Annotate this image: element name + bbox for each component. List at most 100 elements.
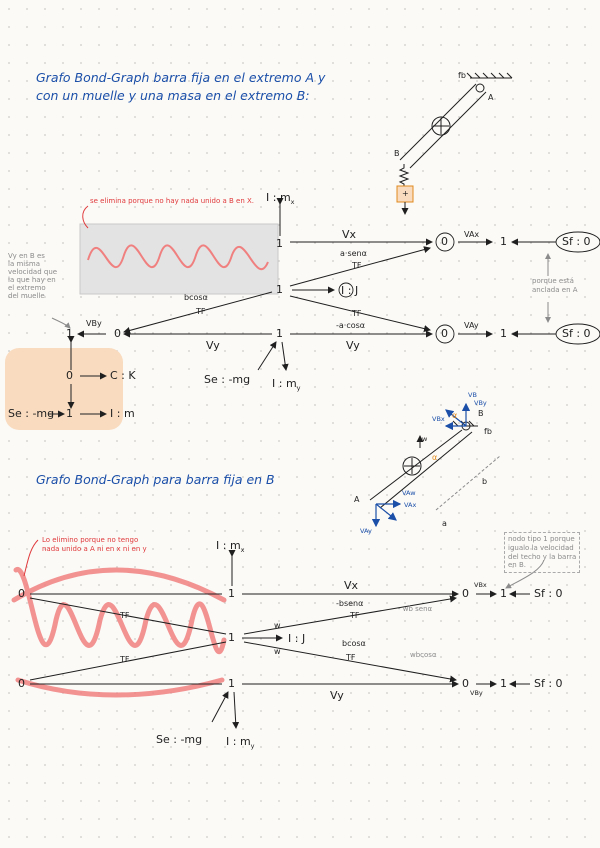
fig2-w-label: w bbox=[422, 435, 428, 443]
s1-vy-label: Vy bbox=[346, 339, 360, 352]
s1-sf-mid: Sf : 0 bbox=[562, 327, 591, 340]
s1-tf-left: TF bbox=[196, 307, 206, 316]
s2-bsen-label: -bsenα bbox=[336, 599, 364, 608]
s1-vay-label: VAy bbox=[464, 321, 479, 330]
s1-ij-label: I : J bbox=[341, 284, 359, 297]
fig1-a-label: A bbox=[488, 93, 494, 102]
s2-sf-top: Sf : 0 bbox=[534, 587, 563, 600]
fig2-vay-label: VAy bbox=[360, 527, 372, 535]
s1-zero-bottom: 0 bbox=[441, 327, 448, 340]
section1-title-line2: con un muelle y una masa en el extremo B… bbox=[36, 88, 310, 103]
s2-one-bottom: 1 bbox=[228, 677, 235, 690]
s1-zero-spring: 0 bbox=[66, 369, 73, 382]
fig2-a-point: A bbox=[354, 495, 360, 504]
fig2-alpha-top: α bbox=[452, 411, 458, 420]
bond2-cross-1 bbox=[29, 597, 227, 635]
s1-se-label: Se : -mg bbox=[204, 373, 251, 386]
s2-tf-left-bot: TF bbox=[120, 655, 130, 664]
s1-one-bottom: 1 bbox=[276, 327, 283, 340]
bond-se bbox=[257, 341, 277, 371]
s1-one-mass: 1 bbox=[66, 407, 73, 420]
s1-sf-top: Sf : 0 bbox=[562, 235, 591, 248]
fig2-fb-label: fb bbox=[484, 427, 492, 436]
s2-tf-bot: TF bbox=[346, 653, 356, 662]
note-eliminated: se elimina porque no hay nada unido a B … bbox=[90, 197, 255, 205]
spring-mass-highlight bbox=[5, 348, 123, 430]
s2-zero-bot: 0 bbox=[462, 677, 469, 690]
s1-ck-label: C : K bbox=[110, 369, 136, 382]
bond2-cross-2 bbox=[29, 641, 227, 681]
bond2-bsen bbox=[243, 595, 457, 635]
s2-sf-bot: Sf : 0 bbox=[534, 677, 563, 690]
s2-w-top: w bbox=[274, 621, 281, 630]
s2-wbcos-label: wbcosα bbox=[410, 651, 437, 659]
fig2-vb-label: VB bbox=[468, 391, 477, 399]
s2-bcos-label: bcosα bbox=[342, 639, 366, 648]
fig2-vax-label: VAx bbox=[404, 501, 417, 509]
scribble-red-2 bbox=[11, 567, 227, 698]
s2-wbsen-label: - wb senα bbox=[398, 605, 433, 613]
scribble-red-1 bbox=[87, 244, 269, 271]
s1-one-vay: 1 bbox=[500, 327, 507, 340]
s2-vx-label: Vx bbox=[344, 579, 359, 592]
s1-zero-top: 0 bbox=[441, 235, 448, 248]
fig2-a-length: a bbox=[442, 519, 447, 528]
fig2-vby-label: VBy bbox=[474, 399, 487, 407]
s1-one-center: 1 bbox=[276, 283, 283, 296]
s2-one-vby: 1 bbox=[500, 677, 507, 690]
s2-zero-left-top: 0 bbox=[18, 587, 25, 600]
fig2-vaw-label: VAw bbox=[402, 489, 416, 497]
s1-se-mg-label: Se : -mg bbox=[8, 407, 55, 420]
s1-one-top: 1 bbox=[276, 237, 283, 250]
fig2-b-length: b bbox=[482, 477, 488, 486]
section2-title: Grafo Bond-Graph para barra fija en B bbox=[36, 472, 275, 487]
bond2-se bbox=[211, 691, 229, 723]
fig2-b-point: B bbox=[478, 409, 484, 418]
s2-w-bot: w bbox=[274, 647, 281, 656]
s2-vbx-label: VBx bbox=[474, 581, 487, 589]
s2-ij-label: I : J bbox=[288, 632, 306, 645]
s2-zero-left-bot: 0 bbox=[18, 677, 25, 690]
s1-vax-label: VAx bbox=[464, 230, 480, 239]
s2-one-vbx: 1 bbox=[500, 587, 507, 600]
s1-tf-top: TF bbox=[352, 261, 362, 270]
s1-im-label: I : m bbox=[110, 407, 135, 420]
fig2-alpha-mid: α bbox=[432, 453, 438, 462]
s1-zero-left: 0 bbox=[114, 327, 121, 340]
fig1-fb-label: fb bbox=[458, 71, 466, 80]
fig1-plus-label: + bbox=[402, 189, 409, 198]
s2-se-label: Se : -mg bbox=[156, 733, 203, 746]
s2-tf-top: TF bbox=[350, 611, 360, 620]
s1-bcos-label: bcosα bbox=[184, 293, 208, 302]
s1-vy-left-label: Vy bbox=[206, 339, 220, 352]
s1-asen-label: a·senα bbox=[340, 249, 367, 258]
s1-imy-label: I : my bbox=[272, 377, 301, 393]
s2-zero-top: 0 bbox=[462, 587, 469, 600]
s1-tf-bot: TF bbox=[352, 309, 362, 318]
s1-one-left: 1 bbox=[66, 327, 73, 340]
s2-one-top: 1 bbox=[228, 587, 235, 600]
figure-bar-fixed-b bbox=[369, 420, 501, 511]
bond-acos bbox=[289, 295, 431, 332]
bond2-bcos bbox=[243, 641, 457, 683]
bond-imy bbox=[281, 341, 289, 371]
s2-vby-label: VBy bbox=[470, 689, 483, 697]
bond-asen bbox=[289, 246, 431, 287]
bond-bcos bbox=[123, 291, 273, 334]
s2-imx-label: I : mx bbox=[216, 539, 245, 555]
s1-imx-label: I : mx bbox=[266, 191, 295, 207]
s2-imy-label: I : my bbox=[226, 735, 255, 751]
fig2-vbx-label: VBx bbox=[432, 415, 445, 423]
figure-bar-fixed-a bbox=[396, 72, 513, 215]
s1-vby-label: VBy bbox=[86, 319, 102, 328]
bond2-imy bbox=[232, 691, 240, 729]
s2-tf-left-top: TF bbox=[120, 611, 130, 620]
section1-title-line1: Grafo Bond-Graph barra fija en el extrem… bbox=[36, 70, 326, 85]
fig1-b-label: B bbox=[394, 149, 400, 158]
s2-one-center: 1 bbox=[228, 631, 235, 644]
